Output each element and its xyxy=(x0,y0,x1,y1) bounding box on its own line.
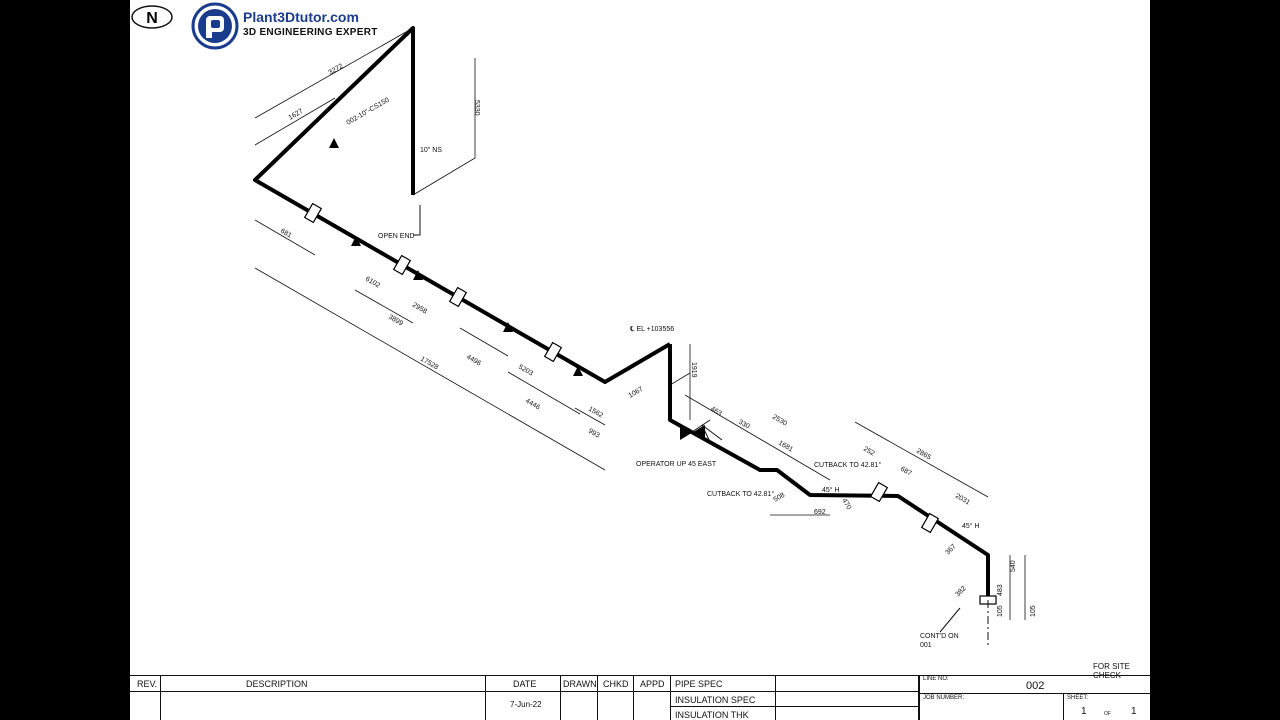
drawing-sheet: N Plant3Dtutor.com 3D ENGINEERING EXPERT xyxy=(130,0,1150,720)
open-end-label: OPEN END xyxy=(378,233,415,240)
tb-divider-3 xyxy=(670,706,918,707)
description-header: DESCRIPTION xyxy=(246,679,308,689)
size-label: 10" NS xyxy=(420,147,442,154)
line-no-label: LINE NO: xyxy=(923,676,949,682)
drawn-header: DRAWN xyxy=(563,679,597,689)
chkd-header: CHKD xyxy=(603,679,629,689)
dim-2865: 2865 xyxy=(915,448,932,462)
insulation-thk-label: INSULATION THK xyxy=(675,710,749,720)
dim-105-a: 105 xyxy=(997,605,1004,617)
dim-330: 330 xyxy=(737,419,751,431)
tb-col xyxy=(918,676,920,720)
flange-fittings xyxy=(303,202,997,605)
valve-icon xyxy=(680,419,723,443)
dim-687: 687 xyxy=(899,466,913,478)
job-number-label: JOB NUMBER: xyxy=(923,695,965,701)
pipe-route-lower xyxy=(668,344,990,600)
angle-label-2: 45° H xyxy=(962,522,980,530)
dim-17528: 17528 xyxy=(419,356,439,372)
brand-title: Plant3Dtutor.com xyxy=(243,9,359,25)
isometric-drawing: 3272 1627 5330 681 6102 2958 3899 4496 1… xyxy=(253,26,1037,649)
contd-leader xyxy=(939,607,961,633)
of-label: OF xyxy=(1104,711,1111,717)
tb-col xyxy=(485,676,486,720)
line-no-value: 002 xyxy=(1026,680,1045,692)
dim-2958: 2958 xyxy=(411,302,428,316)
tb-col xyxy=(775,676,776,720)
tb-col xyxy=(160,676,161,720)
tb-col xyxy=(597,676,598,720)
line-tag-label: 002-10"-CS150 xyxy=(346,97,391,127)
tb-col xyxy=(670,676,671,720)
dim-3899: 3899 xyxy=(387,314,404,328)
north-label: N xyxy=(146,10,158,27)
brand-logo-icon xyxy=(191,2,239,50)
dim-2530: 2530 xyxy=(771,414,788,428)
dim-252: 252 xyxy=(862,446,876,458)
date-value: 7-Jun-22 xyxy=(510,700,542,709)
tb-col xyxy=(633,676,634,720)
dim-6102: 6102 xyxy=(364,276,381,290)
dim-4446: 4446 xyxy=(524,398,541,412)
north-arrow-icon: N xyxy=(131,5,173,29)
dim-463: 463 xyxy=(709,406,723,418)
of-value: 1 xyxy=(1131,706,1137,717)
dim-5203: 5203 xyxy=(517,364,534,378)
dim-1627: 1627 xyxy=(288,108,305,122)
contd-sheet-label: 001 xyxy=(920,642,932,649)
cutback-label-1: CUTBACK TO 42.81° xyxy=(707,490,774,498)
dim-1681: 1681 xyxy=(777,440,794,454)
dim-5330: 5330 xyxy=(473,100,480,116)
dim-508: 508 xyxy=(773,492,787,504)
dim-483: 483 xyxy=(997,584,1004,596)
dim-993: 993 xyxy=(587,428,601,440)
dim-1067: 1067 xyxy=(628,386,645,400)
angle-label-1: 45° H xyxy=(822,486,840,494)
dim-1919: 1919 xyxy=(690,362,697,378)
sheet-label: SHEET: xyxy=(1067,695,1089,701)
dim-382: 382 xyxy=(954,585,967,598)
tb-col xyxy=(560,676,561,720)
tb-divider-2 xyxy=(670,691,918,692)
tb-divider-4 xyxy=(918,693,1150,694)
operator-label: OPERATOR UP 45 EAST xyxy=(636,461,717,468)
insulation-spec-label: INSULATION SPEC xyxy=(675,695,756,705)
brand-subtitle: 3D ENGINEERING EXPERT xyxy=(243,27,378,38)
tb-col xyxy=(1063,693,1064,720)
appd-header: APPD xyxy=(640,679,665,689)
title-block: REV. DESCRIPTION DATE DRAWN CHKD APPD 7-… xyxy=(130,675,1150,720)
dim-692: 692 xyxy=(814,509,826,516)
cutback-label-2: CUTBACK TO 42.81° xyxy=(814,461,881,469)
pipe-spec-label: PIPE SPEC xyxy=(675,679,723,689)
contd-label: CONT'D ON xyxy=(920,633,959,640)
rev-header: REV. xyxy=(137,679,158,689)
dim-470: 470 xyxy=(840,498,852,512)
dim-540: 540 xyxy=(1010,560,1017,572)
flow-arrow-icons xyxy=(329,138,583,376)
dim-3272: 3272 xyxy=(328,63,345,77)
dim-1562: 1562 xyxy=(587,406,604,420)
dim-2031: 2031 xyxy=(954,493,971,507)
dim-367: 367 xyxy=(944,543,957,556)
open-end-leader xyxy=(413,205,421,236)
dim-681: 681 xyxy=(279,228,293,240)
date-header: DATE xyxy=(513,679,537,689)
tb-divider xyxy=(130,691,670,692)
sheet-value: 1 xyxy=(1081,706,1087,717)
dim-4496: 4496 xyxy=(465,354,482,368)
dim-105-b: 105 xyxy=(1030,605,1037,617)
elevation-label: ℄ EL +103556 xyxy=(629,326,674,333)
pipe-route-upper xyxy=(253,26,672,384)
dimension-lines xyxy=(254,27,1026,645)
